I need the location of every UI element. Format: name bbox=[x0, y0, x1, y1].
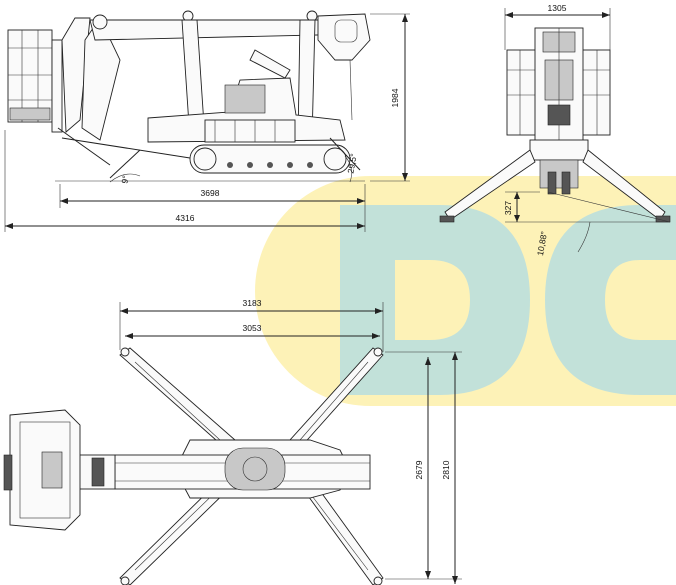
dim-front-clearance: 327 bbox=[503, 201, 513, 215]
watermark-logo bbox=[255, 176, 676, 406]
dim-side-height: 1984 bbox=[390, 88, 400, 107]
watermark-letter-d bbox=[340, 205, 530, 395]
dim-side-angle-right: 29,5° bbox=[345, 153, 358, 174]
dim-front-width: 1305 bbox=[548, 3, 567, 13]
dim-side-angle-left: 9° bbox=[119, 175, 130, 185]
dim-side-length-inner: 3698 bbox=[201, 188, 220, 198]
dim-top-span-inner: 3053 bbox=[243, 323, 262, 333]
top-view: 3183 3053 bbox=[3, 298, 462, 585]
watermark-letter-c bbox=[545, 205, 676, 395]
side-basket bbox=[7, 29, 63, 133]
dim-top-depth-inner: 2679 bbox=[414, 460, 424, 479]
side-view: 1984 9° 29,5° 3698 4316 bbox=[4, 10, 410, 232]
dim-top-span-outer: 3183 bbox=[243, 298, 262, 308]
dim-front-angle: 10,88° bbox=[535, 230, 549, 256]
front-view: 1305 327 10,88° bbox=[439, 3, 671, 256]
dim-side-length-total: 4316 bbox=[176, 213, 195, 223]
dim-top-depth-outer: 2810 bbox=[441, 460, 451, 479]
